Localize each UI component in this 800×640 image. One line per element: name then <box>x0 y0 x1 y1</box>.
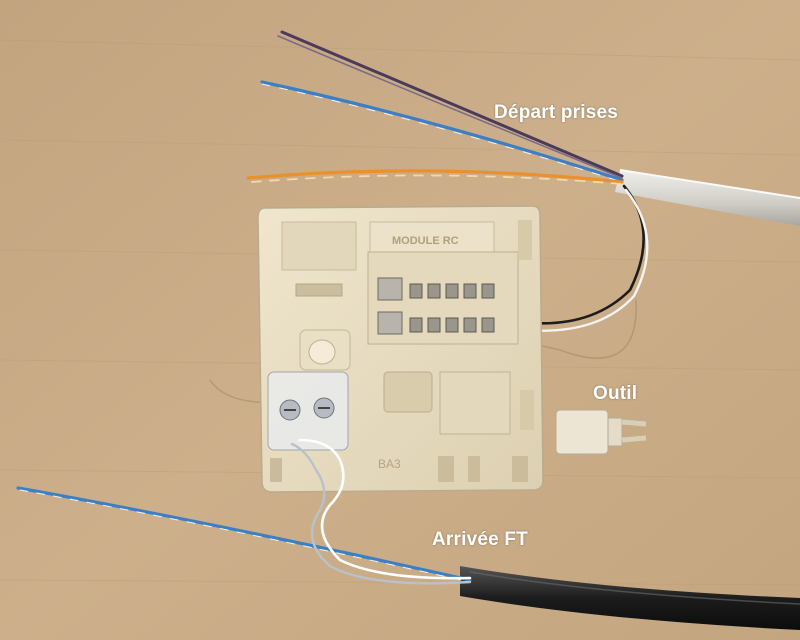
outgoing-grey-cable <box>615 169 800 226</box>
terminal-block <box>377 277 495 335</box>
label-depart-prises: Départ prises <box>494 102 619 123</box>
base-ba3-marking: BA3 <box>378 457 401 471</box>
insertion-tool <box>555 409 647 455</box>
module-rc-marking: MODULE RC <box>392 235 459 247</box>
incoming-black-cable <box>460 566 800 630</box>
screw-connector-block <box>267 371 349 451</box>
incoming-wire-pairs <box>16 438 472 585</box>
label-arrivee-ft: Arrivée FT <box>432 529 528 550</box>
label-outil: Outil <box>593 383 638 404</box>
